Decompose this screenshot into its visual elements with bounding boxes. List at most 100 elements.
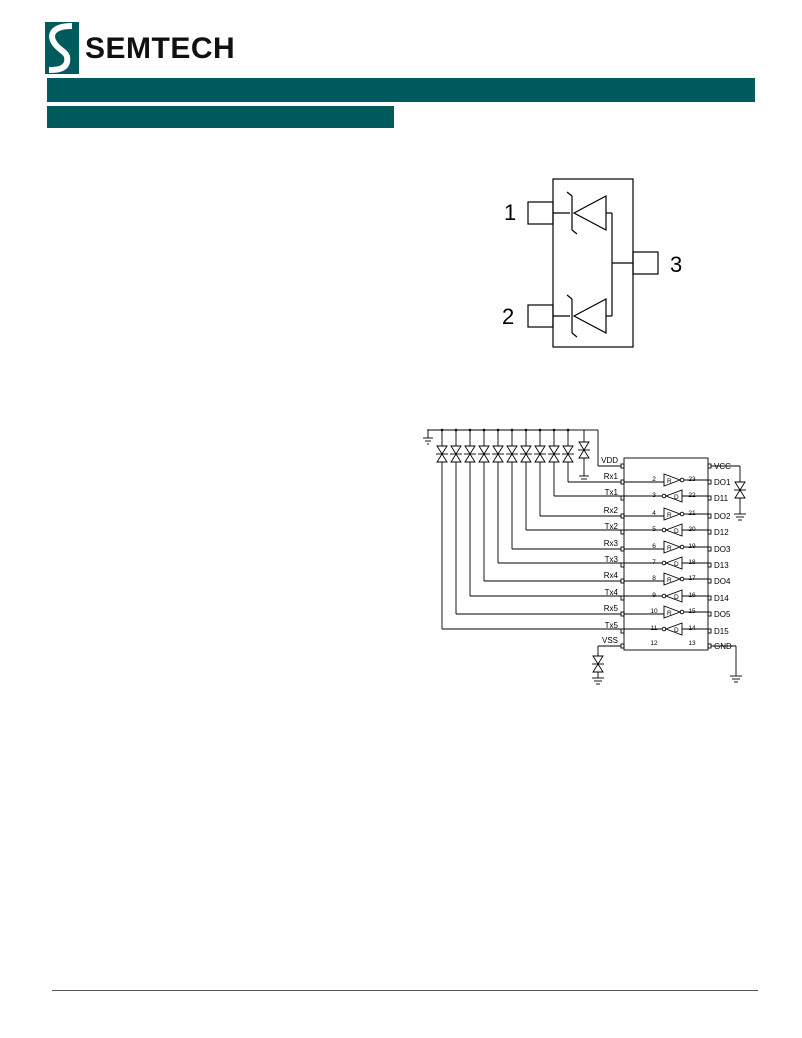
left-pin-number: 3: [652, 492, 656, 499]
right-pin-number: 13: [688, 640, 696, 647]
right-pin-number: 16: [688, 592, 696, 599]
driver-label: D: [674, 528, 679, 535]
tvs-diode: [478, 445, 490, 455]
tvs-diode: [520, 453, 532, 463]
right-pin-pad: [707, 495, 712, 501]
inverter-bubble: [679, 511, 685, 517]
right-pin-pad: [707, 479, 712, 485]
left-pin-pad: [620, 463, 625, 469]
footer-rule: [52, 990, 758, 991]
tvs-diode: [562, 445, 574, 455]
tvs-diode: [520, 445, 532, 455]
right-pin-label: VCC: [714, 462, 731, 471]
right-pin-pad: [707, 595, 712, 601]
right-pin-number: 22: [688, 492, 696, 499]
right-pin-label: D14: [714, 594, 729, 603]
left-pin-pad: [620, 595, 625, 601]
inverter-bubble: [661, 593, 667, 599]
left-pin-number: 7: [652, 559, 656, 566]
pin-3-label: 3: [670, 252, 682, 277]
left-pin-number: 6: [652, 543, 656, 550]
left-pin-number: 12: [650, 640, 658, 647]
vss-tvs-diode: [592, 663, 604, 673]
right-pin-label: GND: [714, 642, 732, 651]
tvs-diode: [450, 445, 462, 455]
left-pin-pad: [620, 628, 625, 634]
left-pin-number: 11: [651, 625, 658, 632]
driver-label: D: [674, 594, 679, 601]
right-pin-pad: [707, 628, 712, 634]
right-pin-number: 20: [688, 526, 696, 533]
tvs-diode: [534, 445, 546, 455]
tvs-diode: [548, 445, 560, 455]
left-pin-label-tx4: Tx4: [605, 588, 619, 597]
right-pin-number: 23: [688, 476, 696, 483]
pin-3-lead: [632, 251, 659, 275]
receiver-label: R: [667, 478, 672, 485]
receiver-buffer: [663, 605, 682, 619]
right-pin-label: DO2: [714, 512, 731, 521]
driver-label: D: [674, 561, 679, 568]
left-pin-label-rx2: Rx2: [604, 506, 619, 515]
inverter-bubble: [679, 544, 685, 550]
left-pin-number: 4: [652, 510, 656, 517]
right-pin-number: 18: [688, 559, 696, 566]
receiver-buffer: [663, 572, 682, 586]
semtech-logo: SEMTECH: [45, 22, 285, 76]
vdd-tvs-diode: [578, 441, 590, 451]
left-pin-pad: [620, 479, 625, 485]
right-pin-label: DO1: [714, 478, 731, 487]
left-pin-pad: [620, 578, 625, 584]
tvs-diode: [436, 453, 448, 463]
right-pin-number: 21: [688, 510, 696, 517]
left-pin-label-tx3: Tx3: [605, 555, 619, 564]
left-pin-label-vss: VSS: [602, 636, 618, 645]
right-pin-pad: [707, 546, 712, 552]
tvs-diode: [562, 453, 574, 463]
left-pin-number: 5: [652, 526, 656, 533]
receiver-label: R: [667, 545, 672, 552]
receiver-buffer: [663, 507, 682, 521]
right-pin-label: DO3: [714, 545, 731, 554]
inverter-bubble: [661, 527, 667, 533]
tvs-diode: [492, 453, 504, 463]
receiver-label: R: [667, 610, 672, 617]
ic-body: [623, 457, 709, 651]
right-pin-label: DO5: [714, 610, 731, 619]
receiver-buffer: [663, 473, 682, 487]
left-pin-label-tx1: Tx1: [605, 488, 619, 497]
right-pin-pad: [707, 611, 712, 617]
inverter-bubble: [679, 576, 685, 582]
tvs-diode: [436, 445, 448, 455]
inverter-bubble: [661, 493, 667, 499]
inverter-bubble: [679, 477, 685, 483]
receiver-label: R: [667, 512, 672, 519]
vdd-tvs-diode: [578, 449, 590, 459]
receiver-label: R: [667, 577, 672, 584]
left-pin-number: 9: [652, 592, 656, 599]
inverter-bubble: [661, 626, 667, 632]
semtech-logo-icon: [45, 22, 79, 74]
tvs-diode: [506, 453, 518, 463]
left-pin-label-rx5: Rx5: [604, 604, 619, 613]
vcc-tvs-diode: [734, 481, 746, 491]
tvs-diode: [464, 445, 476, 455]
right-pin-label: D11: [714, 494, 729, 503]
left-pin-number: 8: [652, 575, 656, 582]
inverter-bubble: [679, 609, 685, 615]
left-pin-pad: [620, 643, 625, 649]
tvs-diode: [548, 453, 560, 463]
right-pin-pad: [707, 529, 712, 535]
right-pin-number: 19: [688, 543, 696, 550]
left-pin-number: 2: [652, 476, 656, 483]
tvs-diode: [534, 453, 546, 463]
driver-label: D: [674, 494, 679, 501]
left-pin-label-rx3: Rx3: [604, 539, 619, 548]
pin-1-label: 1: [504, 200, 516, 225]
tvs-diode: [464, 453, 476, 463]
left-pin-label-vdd: VDD: [601, 456, 618, 465]
left-pin-pad: [620, 562, 625, 568]
tvs-diode: [450, 453, 462, 463]
left-pin-pad: [620, 495, 625, 501]
